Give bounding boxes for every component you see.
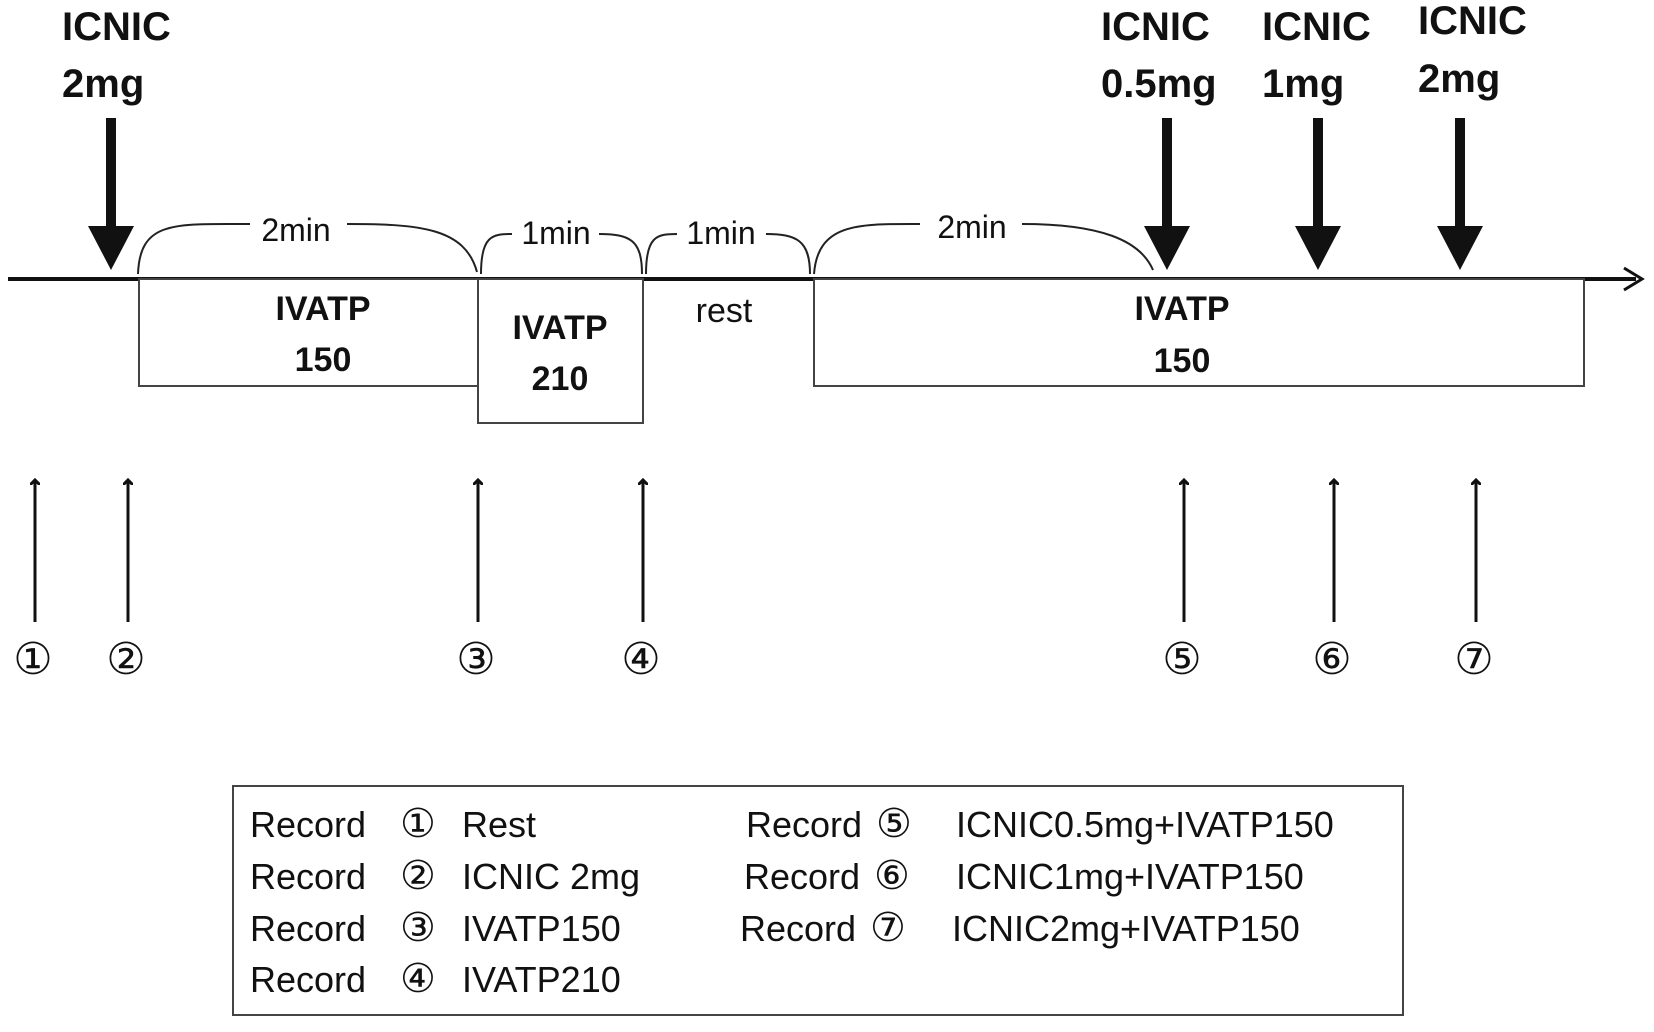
box-line1: IVATP	[275, 290, 370, 328]
dose-label-1: ICNIC 2mg	[62, 5, 171, 106]
legend-record-desc: IVATP210	[462, 959, 621, 1000]
interval-label-1: 2min	[261, 212, 330, 248]
dose-arrow-4	[1437, 118, 1483, 270]
legend-record-desc: ICNIC2mg+IVATP150	[952, 908, 1300, 949]
dose-amount: 1mg	[1262, 62, 1344, 106]
dose-label-4: ICNIC 2mg	[1418, 0, 1527, 101]
legend-record-label: Record	[250, 856, 366, 897]
legend-row-1: Record ① Rest	[250, 802, 536, 846]
interval-label-4: 2min	[937, 209, 1006, 245]
legend-record-label: Record	[744, 856, 860, 897]
legend-record-desc: IVATP150	[462, 908, 621, 949]
dose-drug: ICNIC	[62, 5, 171, 49]
legend-row-7: Record ⑦ ICNIC2mg+IVATP150	[740, 906, 1300, 950]
record-marker-2: ②	[106, 635, 145, 684]
legend-record-desc: ICNIC0.5mg+IVATP150	[956, 804, 1334, 845]
interval-brace-2	[480, 233, 643, 275]
legend-row-3: Record ③ IVATP150	[250, 906, 621, 950]
legend-record-num: ④	[400, 957, 436, 1001]
legend-row-5: Record ⑤ ICNIC0.5mg+IVATP150	[746, 802, 1334, 846]
legend-record-num: ⑦	[870, 906, 906, 950]
dose-arrow-2	[1144, 118, 1190, 270]
record-marker-4: ④	[621, 635, 660, 684]
dose-label-2: ICNIC 0.5mg	[1101, 5, 1217, 106]
legend-record-num: ②	[400, 854, 436, 898]
legend-record-desc: Rest	[462, 804, 536, 845]
dose-arrow-1	[88, 118, 134, 270]
record-arrows	[35, 480, 1476, 622]
legend: Record ① Rest Record ② ICNIC 2mg Record …	[232, 785, 1404, 1016]
legend-record-label: Record	[740, 908, 856, 949]
box-line2: 150	[1154, 342, 1211, 380]
interval-label-3: 1min	[686, 215, 755, 251]
record-marker-7: ⑦	[1454, 635, 1493, 684]
ivatp-box-3: IVATP 150	[813, 278, 1585, 387]
legend-record-num: ⑥	[874, 854, 910, 898]
interval-label-2: 1min	[521, 215, 590, 251]
dose-amount: 2mg	[62, 62, 144, 106]
ivatp-box-2: IVATP 210	[477, 278, 644, 424]
dose-label-3: ICNIC 1mg	[1262, 5, 1371, 106]
dose-drug: ICNIC	[1101, 5, 1210, 49]
rest-label: rest	[696, 292, 753, 330]
dose-arrow-3	[1295, 118, 1341, 270]
legend-row-6: Record ⑥ ICNIC1mg+IVATP150	[744, 854, 1304, 898]
record-marker-5: ⑤	[1162, 635, 1201, 684]
legend-record-num: ⑤	[876, 802, 912, 846]
dose-drug: ICNIC	[1262, 5, 1371, 49]
record-marker-6: ⑥	[1312, 635, 1351, 684]
interval-brace-4	[813, 222, 1154, 275]
box-line2: 210	[532, 360, 589, 398]
legend-record-label: Record	[746, 804, 862, 845]
legend-record-desc: ICNIC1mg+IVATP150	[956, 856, 1304, 897]
record-marker-1: ①	[13, 635, 52, 684]
legend-record-label: Record	[250, 908, 366, 949]
legend-record-label: Record	[250, 959, 366, 1000]
legend-row-4: Record ④ IVATP210	[250, 957, 621, 1001]
box-line1: IVATP	[1134, 290, 1229, 328]
dose-amount: 2mg	[1418, 57, 1500, 101]
record-markers: ① ② ③ ④ ⑤ ⑥ ⑦	[13, 635, 1493, 684]
legend-record-desc: ICNIC 2mg	[462, 856, 640, 897]
box-line1: IVATP	[512, 309, 607, 347]
interval-brace-1	[137, 222, 478, 275]
legend-record-num: ③	[400, 906, 436, 950]
dose-amount: 0.5mg	[1101, 62, 1217, 106]
box-line2: 150	[295, 341, 352, 379]
interval-brace-3	[645, 233, 811, 275]
legend-row-2: Record ② ICNIC 2mg	[250, 854, 640, 898]
ivatp-box-1: IVATP 150	[138, 278, 479, 387]
record-marker-3: ③	[456, 635, 495, 684]
dose-drug: ICNIC	[1418, 0, 1527, 43]
legend-record-num: ①	[400, 802, 436, 846]
legend-record-label: Record	[250, 804, 366, 845]
